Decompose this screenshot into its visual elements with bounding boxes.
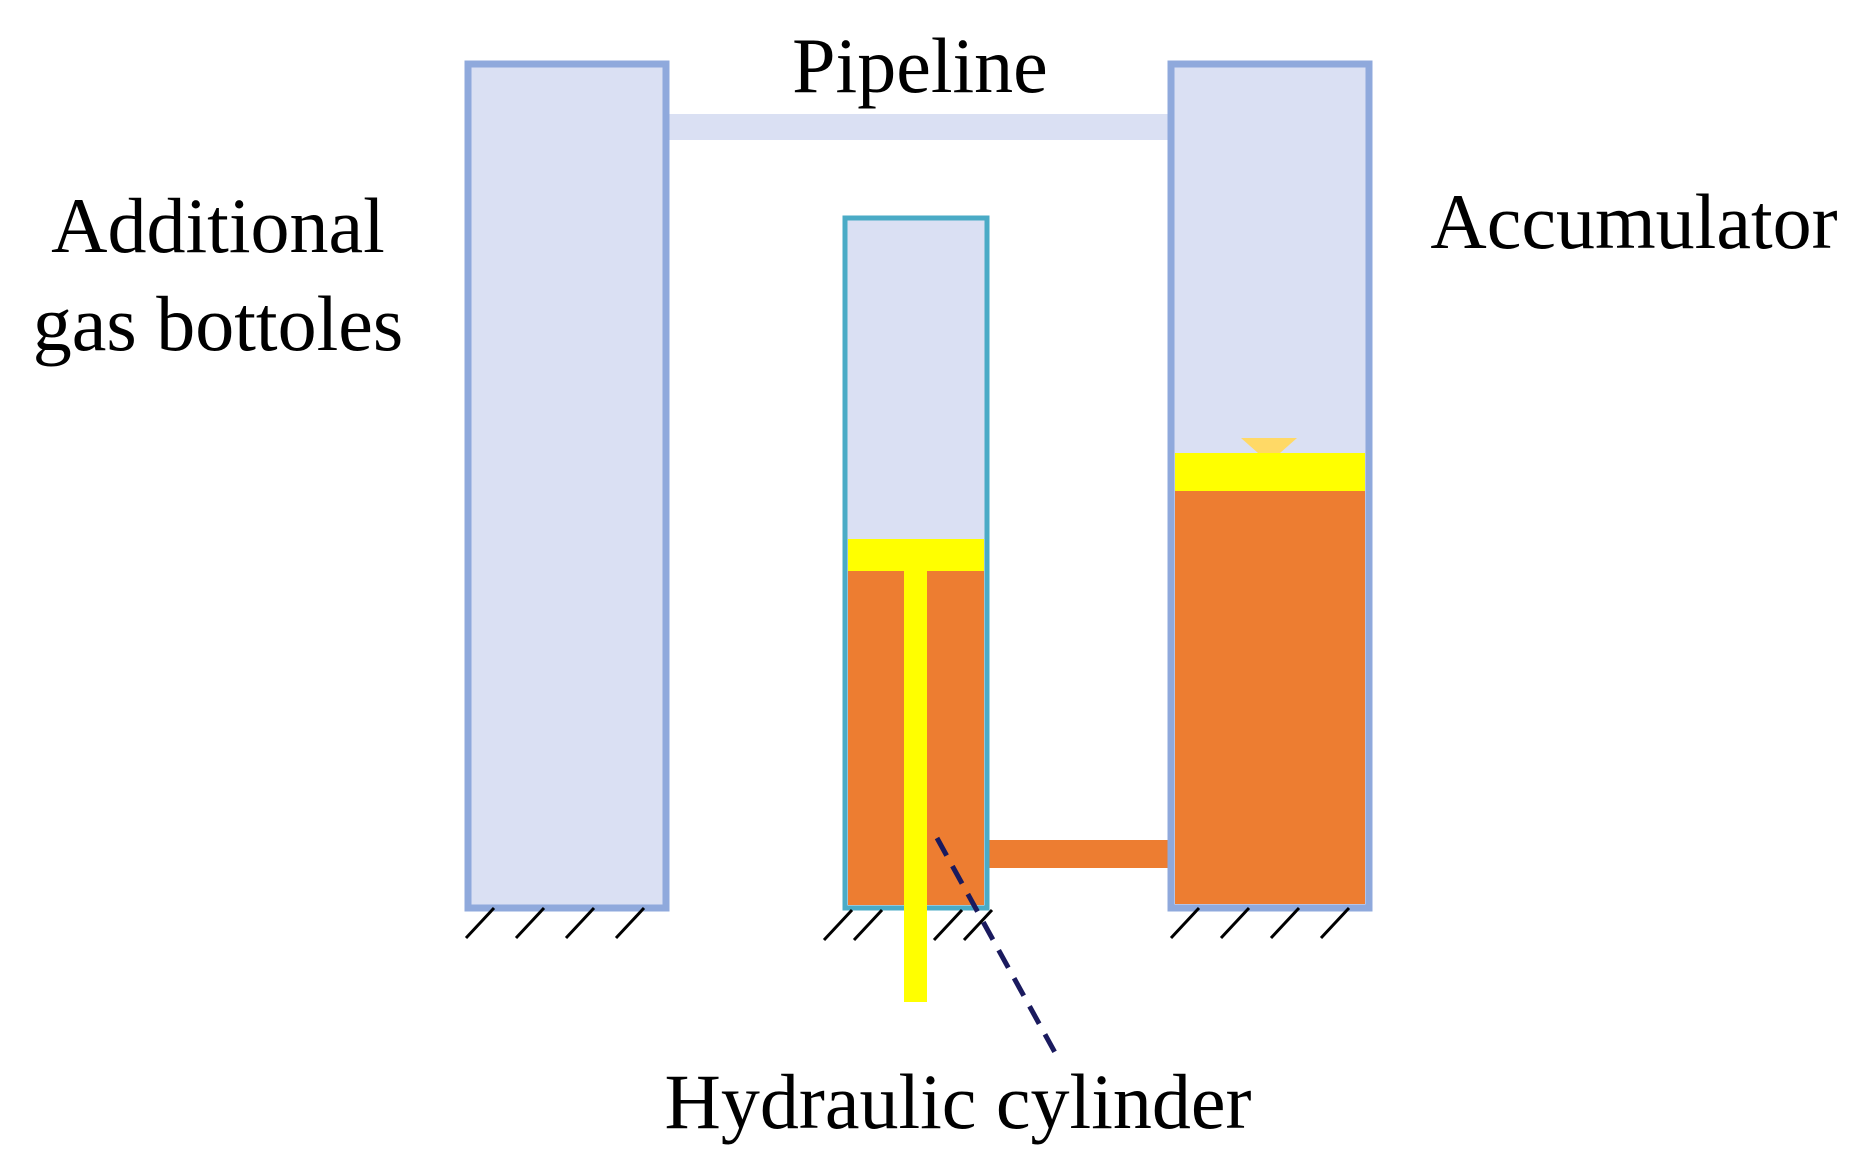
ground-hatch-hydraulic-cylinder bbox=[822, 908, 994, 942]
accumulator-valve bbox=[1241, 438, 1297, 453]
additional-gas-bottle bbox=[464, 60, 670, 912]
ground-hatch-gas-bottle bbox=[464, 906, 646, 940]
accumulator-piston bbox=[1175, 453, 1365, 491]
oil-pipeline bbox=[985, 840, 1180, 868]
hydraulic-cylinder-leader-line bbox=[934, 836, 1061, 1060]
label-hydraulic-cylinder: Hydraulic cylinder bbox=[665, 1058, 1252, 1145]
hydraulic-cylinder-piston bbox=[848, 539, 984, 571]
label-pipeline: Pipeline bbox=[792, 22, 1048, 109]
label-additional-line2: gas bottoles bbox=[33, 280, 403, 367]
label-additional-line1: Additional bbox=[51, 182, 385, 269]
accumulator-oil bbox=[1175, 490, 1365, 904]
gas-pipeline bbox=[665, 114, 1177, 140]
label-accumulator: Accumulator bbox=[1430, 178, 1837, 265]
ground-hatch-accumulator bbox=[1169, 906, 1351, 940]
hydraulic-cylinder-rod bbox=[904, 568, 927, 1002]
